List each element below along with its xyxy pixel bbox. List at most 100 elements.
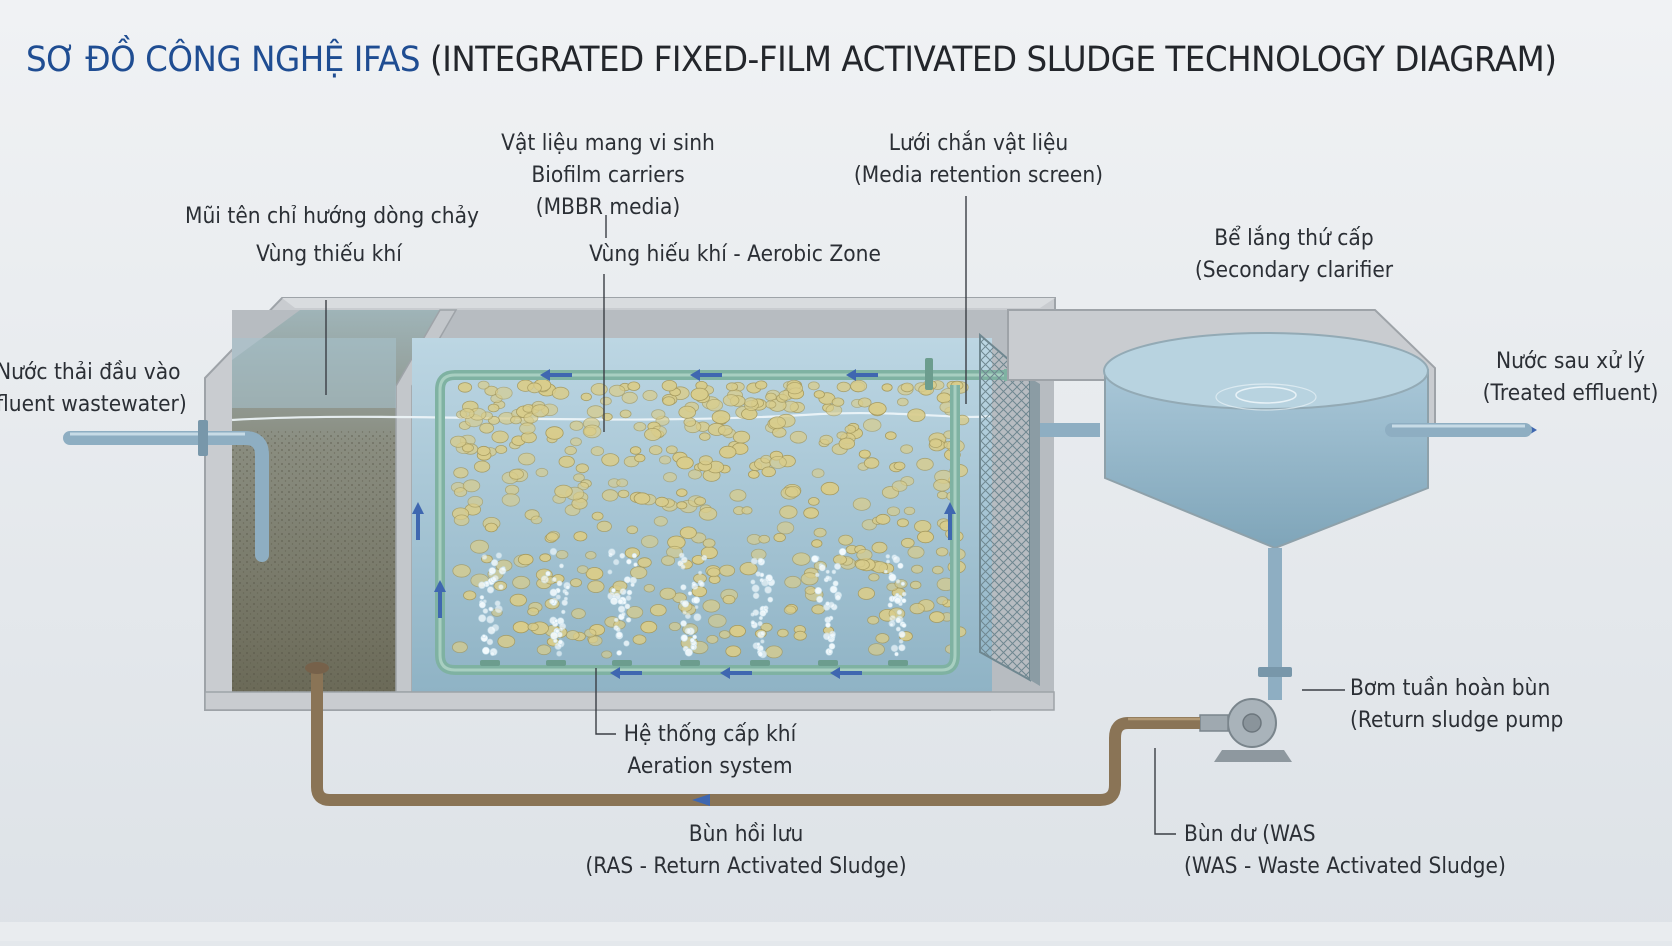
air-bubble [694,605,699,610]
biofilm-carrier [836,381,851,393]
biofilm-carrier [900,444,913,454]
biofilm-carrier [813,527,827,538]
biofilm-carrier [850,379,868,393]
biofilm-carrier [588,635,603,646]
biofilm-carrier [786,382,803,395]
biofilm-carrier [800,572,819,586]
air-bubble [621,611,626,617]
air-bubble [488,567,496,575]
air-bubble [549,588,558,597]
biofilm-carrier [601,412,613,421]
air-bubble [551,576,557,582]
air-bubble [482,608,489,614]
biofilm-carrier [641,535,659,548]
air-bubble [759,609,767,617]
leader-lines [325,196,1345,835]
biofilm-carrier [683,417,697,427]
air-bubble [557,639,563,645]
air-diffuser [546,660,566,666]
air-diffuser [680,660,700,666]
biofilm-carrier [916,457,934,471]
biofilm-carrier [718,630,731,639]
air-bubble [561,599,568,606]
biofilm-carrier [453,514,470,526]
air-bubble [832,580,839,587]
biofilm-carrier [491,430,509,444]
biofilm-carrier [679,526,697,539]
biofilm-carrier [518,452,536,466]
air-bubble [484,580,490,586]
air-bubble [487,626,496,635]
air-bubble [556,650,563,657]
air-bubble [559,563,564,569]
label-aeration-system: Hệ thống cấp khí Aeration system [623,721,797,779]
flow-arrow-up [434,580,446,618]
title-highlight: SƠ ĐỒ CÔNG NGHỆ IFAS [26,40,421,80]
biofilm-carrier [651,409,666,420]
biofilm-carrier [453,487,468,498]
biofilm-carrier [663,472,677,483]
biofilm-carrier [487,403,500,413]
air-bubble [757,651,764,657]
biofilm-carrier [719,445,737,459]
biofilm-carrier [699,455,713,466]
biofilm-carrier [907,545,925,559]
biofilm-carrier [857,587,876,600]
air-bubble [492,574,499,582]
flow-arrow-up [412,502,424,540]
biofilm-carrier [811,539,823,548]
biofilm-carrier [875,633,890,644]
biofilm-carrier [527,607,539,616]
label-flow-arrow: Mũi tên chỉ hướng dòng chảy [185,203,479,229]
air-bubble [831,569,837,575]
biofilm-carrier [584,628,597,638]
air-bubble [687,591,693,596]
biofilm-carrier [844,424,857,434]
biofilm-carrier [868,573,880,582]
ras-pipe [311,668,1200,806]
air-bubble [684,613,691,620]
air-bubble [889,622,894,627]
biofilm-carrier [813,390,825,399]
biofilm-carrier [931,565,944,575]
biofilm-carrier [450,435,467,448]
biofilm-carrier [838,437,856,450]
air-bubble [481,646,490,655]
biofilm-carrier [699,432,711,441]
air-bubble [693,613,702,622]
air-bubble [488,606,493,612]
biofilm-carrier [575,463,589,474]
air-bubble [680,556,688,564]
biofilm-carrier [590,446,605,457]
air-bubble [684,648,693,657]
air-bubble [555,594,561,600]
biofilm-carrier [896,518,909,528]
biofilm-carrier [587,580,605,593]
biofilm-carrier [509,593,527,607]
biofilm-carrier [616,478,629,488]
air-bubble [498,566,507,575]
biofilm-carrier [811,468,825,479]
biofilm-carrier [634,453,646,463]
air-bubble [888,573,897,582]
air-bubble [750,557,758,565]
air-bubble [818,564,826,572]
biofilm-carrier [722,594,736,605]
air-bubble [680,564,686,570]
air-bubble [896,609,903,615]
air-bubble [751,584,760,593]
biofilm-carrier [653,516,668,527]
biofilm-carrier [936,596,949,605]
air-bubble [827,649,833,654]
air-bubble [481,554,488,560]
biofilm-carrier [744,397,758,408]
air-bubble [691,582,699,590]
biofilm-carrier [512,575,531,590]
air-bubble [481,634,486,639]
air-bubble [565,585,570,590]
biofilm-carrier [910,580,922,590]
biofilm-carrier [702,599,721,613]
biofilm-carrier [807,497,820,506]
